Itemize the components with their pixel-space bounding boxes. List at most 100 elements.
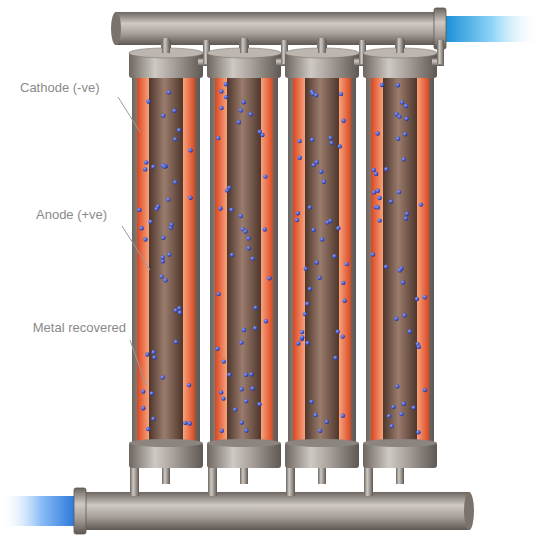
metal-particle [161,236,165,240]
metal-particle [423,295,427,299]
metal-particle [396,83,400,87]
metal-particle [239,108,243,112]
cathode-lining [137,76,195,442]
metal-particle [300,335,304,339]
metal-particle [314,93,318,97]
metal-particle [339,92,343,96]
metal-particle [416,430,420,434]
metal-particle [298,156,302,160]
metal-particle [254,306,258,310]
metal-particle [313,413,317,417]
metal-particle [141,389,145,393]
metal-particle [329,141,333,145]
anode-terminal [162,38,170,53]
metal-particle [398,268,402,272]
metal-particle [333,356,337,360]
pipe-flange [74,488,86,534]
cathode-lining [371,76,429,442]
metal-particle [187,383,191,387]
metal-particle [188,421,192,425]
metal-particle [242,100,246,104]
callout-label: Metal recovered [31,320,128,336]
metal-particle [246,236,250,240]
metal-particle [173,180,177,184]
metal-particle [239,214,243,218]
leader-line [118,97,140,132]
metal-particle [404,104,408,108]
metal-particle [377,196,381,200]
metal-particle [150,391,154,395]
metal-particle [341,119,345,123]
metal-particle [161,113,165,117]
metal-particle [322,180,326,184]
metal-particle [380,83,384,87]
metal-particle [336,226,340,230]
metal-particle [144,160,148,164]
cathode-lining [215,76,273,442]
metal-particle [345,262,349,266]
metal-particle [251,386,255,390]
anode-terminal [240,38,248,53]
metal-particle [295,218,299,222]
metal-particle [402,402,406,406]
metal-particle [148,220,152,224]
metal-particle [219,106,223,110]
metal-particle [309,400,313,404]
metal-particle [247,246,251,250]
metal-particle [169,222,173,226]
metal-particle [257,402,261,406]
metal-particle [391,405,395,409]
drain-stub [318,468,326,484]
metal-particle [304,267,308,271]
metal-particle [249,372,253,376]
metal-particle [332,254,336,258]
pipe-end [464,492,474,530]
drain-stub [162,468,170,484]
metal-particle [233,407,237,411]
callout-label: Cathode (-ve) [18,80,101,96]
metal-particle [297,139,301,143]
metal-particle [152,355,156,359]
metal-particle [219,390,223,394]
metal-particle [188,148,192,152]
metal-particle [376,189,380,193]
metal-particle [372,168,376,172]
metal-particle [403,313,407,317]
metal-particle [372,190,376,194]
metal-particle [178,310,182,314]
metal-particle [249,112,253,116]
metal-particle [396,137,400,141]
metal-particle [145,352,149,356]
metal-particle [263,174,267,178]
metal-particle [341,281,345,285]
anode-terminal [396,38,404,53]
metal-particle [229,208,233,212]
metal-particle [162,164,166,168]
metal-particle [243,229,247,233]
metal-particle [216,136,220,140]
metal-particle [267,276,271,280]
metal-particle [341,334,345,338]
inlet-pipe [80,492,470,530]
cap-rim [285,439,359,447]
metal-particle [161,375,165,379]
metal-particle [161,255,165,259]
metal-particle [242,328,246,332]
metal-particle [397,114,401,118]
metal-particle [417,345,421,349]
metal-particle [315,160,319,164]
metal-particle [325,420,329,424]
metal-particle [371,252,375,256]
anode-rod [305,76,339,442]
metal-particle [221,396,225,400]
metal-particle [384,265,388,269]
cap-rim [363,439,437,447]
metal-particle [389,199,393,203]
metal-particle [343,299,347,303]
anode-rod [227,76,261,442]
metal-particle [404,216,408,220]
metal-particle [216,292,220,296]
metal-particle [137,208,141,212]
cathode-lining [293,76,351,442]
